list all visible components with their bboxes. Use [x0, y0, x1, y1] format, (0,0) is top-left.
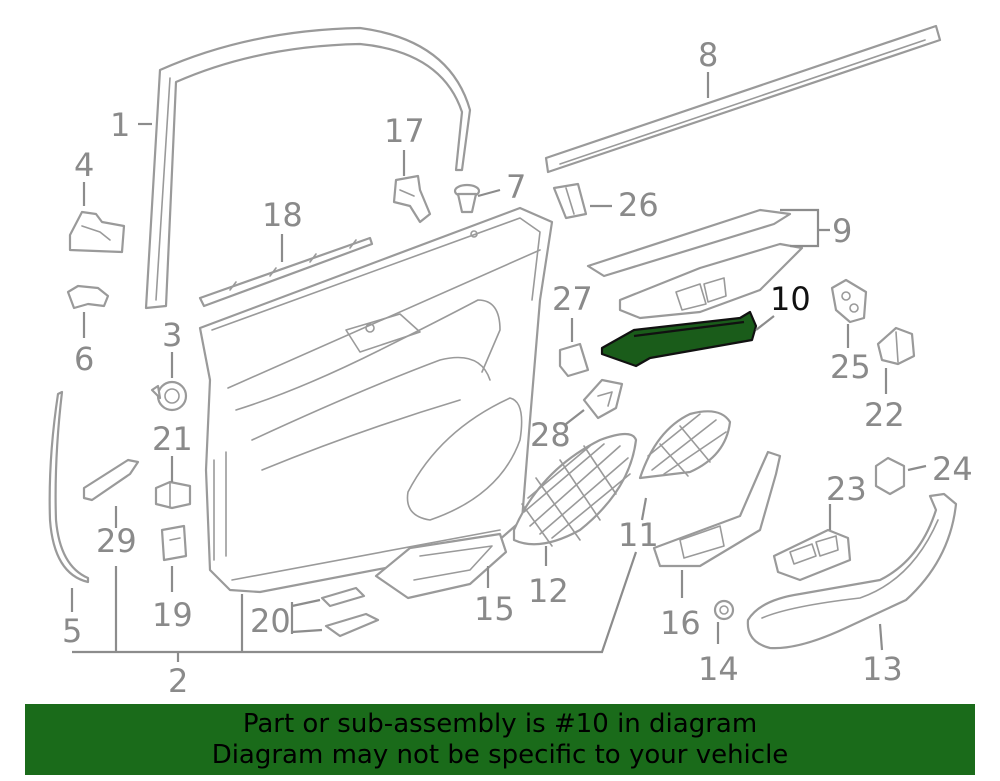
part-17-bracket: [392, 174, 432, 224]
part-24-clip: [874, 456, 906, 496]
callout-14: 14: [698, 650, 739, 688]
part-23-window-switch: [772, 528, 852, 582]
callout-23: 23: [826, 470, 867, 508]
part-26-clip: [552, 182, 588, 220]
callout-11: 11: [618, 516, 659, 554]
callout-24: 24: [932, 450, 973, 488]
part-7-clip: [453, 183, 481, 214]
info-banner: Part or sub-assembly is #10 in diagram D…: [25, 704, 975, 775]
callout-18: 18: [262, 196, 303, 234]
callout-5: 5: [62, 612, 82, 650]
part-14-clip: [713, 599, 735, 621]
callout-1: 1: [110, 106, 130, 144]
part-2-door-panel: [198, 206, 554, 594]
callout-19: 19: [152, 596, 193, 634]
part-11-grille: [638, 410, 732, 480]
parts-diagram: 1 2 3 4 5 6 7 8 9 10 11 12 13 14 15 16 1…: [48, 24, 973, 700]
callout-27: 27: [552, 280, 593, 318]
part-19-switch: [160, 524, 188, 562]
callout-labels: 1 2 3 4 5 6 7 8 9 10 11 12 13 14 15 16 1…: [62, 36, 973, 700]
callout-12: 12: [528, 572, 569, 610]
callout-20: 20: [250, 602, 291, 640]
callout-10: 10: [770, 280, 811, 318]
part-10-armrest-pad: [600, 310, 758, 368]
part-4-bracket: [68, 210, 126, 254]
callout-9: 9: [832, 212, 852, 250]
part-15-pocket: [374, 532, 508, 600]
part-29-handle-trim: [82, 458, 140, 502]
callout-28: 28: [530, 416, 571, 454]
part-3-plug: [150, 380, 188, 412]
part-25-switch-housing: [830, 278, 868, 324]
callout-4: 4: [74, 146, 94, 184]
callout-29: 29: [96, 522, 137, 560]
callout-13: 13: [862, 650, 903, 688]
callout-3: 3: [162, 316, 182, 354]
callout-6: 6: [74, 340, 94, 378]
part-9-upper-trim: [586, 208, 804, 320]
part-6-clip: [66, 284, 110, 310]
callout-21: 21: [152, 420, 193, 458]
part-28-switch-bezel: [582, 378, 624, 420]
part-1-frame-seal: [144, 26, 472, 310]
part-27-clip: [558, 342, 590, 378]
banner-line-1: Part or sub-assembly is #10 in diagram: [242, 708, 758, 739]
callout-22: 22: [864, 396, 905, 434]
part-12-speaker-grille: [512, 432, 638, 547]
part-8-belt-molding: [544, 24, 942, 174]
part-21-switch: [154, 480, 192, 510]
callout-16: 16: [660, 604, 701, 642]
part-5-edge-seal: [48, 390, 90, 584]
callout-15: 15: [474, 590, 515, 628]
callout-2: 2: [168, 662, 188, 700]
callout-17: 17: [384, 112, 425, 150]
callout-7: 7: [506, 168, 526, 206]
part-13-armrest: [746, 492, 958, 650]
part-22-switch: [876, 326, 916, 366]
callout-26: 26: [618, 186, 659, 224]
callout-25: 25: [830, 348, 871, 386]
part-16-switch-panel: [652, 450, 782, 568]
leader-lines: [70, 72, 927, 662]
callout-8: 8: [698, 36, 718, 74]
part-20-clips: [320, 586, 380, 638]
banner-line-2: Diagram may not be specific to your vehi…: [211, 739, 789, 770]
part-18-inner-belt: [198, 236, 374, 308]
